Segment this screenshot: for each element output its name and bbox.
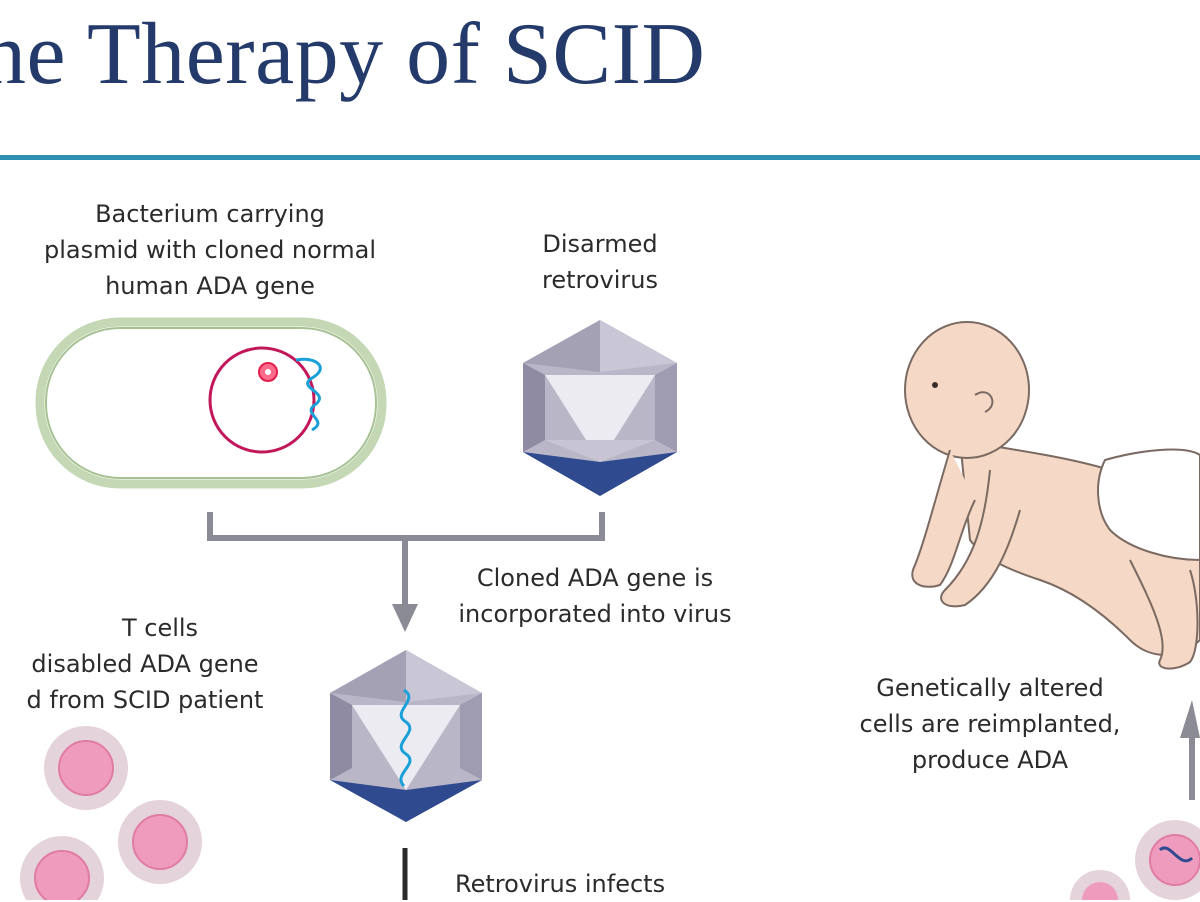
- reimplanted-label-line-2: cells are reimplanted,: [859, 710, 1121, 738]
- recombinant-virus-illustration: [330, 650, 482, 822]
- reimplanted-label-line-3: produce ADA: [911, 746, 1069, 774]
- title-underline: [0, 155, 1200, 160]
- reimplanted-label: Genetically altered cells are reimplante…: [820, 670, 1160, 778]
- reimplanted-label-line-1: Genetically altered: [876, 674, 1104, 702]
- t-cell: [118, 800, 202, 884]
- reimplant-arrowhead: [1180, 700, 1200, 738]
- retrovirus-label-line-1: Disarmed: [542, 230, 658, 258]
- bacterium-label-line-2: plasmid with cloned normal: [43, 236, 377, 264]
- t-cells-label-line-2: disabled ADA gene: [31, 650, 259, 678]
- infects-label-line-1: Retrovirus infects: [455, 870, 666, 898]
- incorporation-label-line-1: Cloned ADA gene is: [476, 564, 714, 592]
- merge-bracket: [207, 512, 605, 541]
- bacterium-label-line-1: Bacterium carrying: [95, 200, 325, 228]
- t-cells-label-line-1: T cells: [121, 614, 199, 642]
- page-title: ne Therapy of SCID: [0, 6, 706, 103]
- incorporation-label: Cloned ADA gene is incorporated into vir…: [425, 560, 765, 632]
- plasmid-illustration: [208, 346, 316, 454]
- retrovirus-label: Disarmed retrovirus: [500, 226, 700, 298]
- retrovirus-illustration: [523, 320, 677, 496]
- infects-label: Retrovirus infects: [455, 866, 775, 902]
- bacterium-label-line-3: human ADA gene: [105, 272, 315, 300]
- t-cells-illustration: [20, 726, 202, 900]
- baby-illustration: [904, 321, 1200, 670]
- retrovirus-label-line-2: retrovirus: [542, 266, 658, 294]
- t-cell: [44, 726, 128, 810]
- t-cells-label: T cells disabled ADA gene d from SCID pa…: [0, 610, 300, 718]
- merge-arrowhead: [392, 604, 418, 632]
- t-cell: [20, 836, 104, 900]
- bacterium-label: Bacterium carrying plasmid with cloned n…: [0, 196, 420, 304]
- plasmid-ada-gene: [295, 357, 322, 432]
- incorporation-label-line-2: incorporated into virus: [458, 600, 732, 628]
- altered-cells-illustration: [1070, 820, 1200, 900]
- t-cells-label-line-3: d from SCID patient: [26, 686, 264, 714]
